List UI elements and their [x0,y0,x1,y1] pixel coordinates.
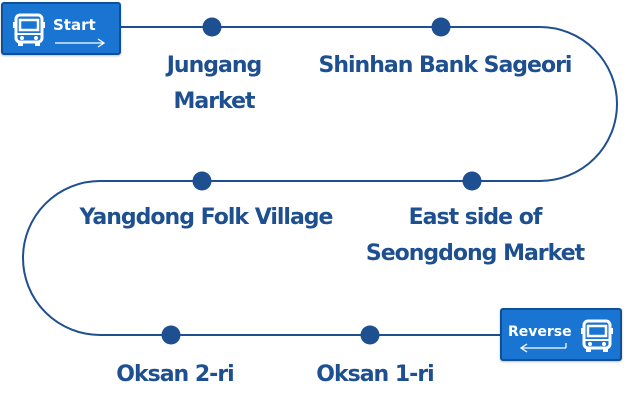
reverse-label: Reverse [508,324,572,340]
stop-label-east-side-seongdong-market: East side of Seongdong Market [365,205,585,266]
reverse-badge[interactable]: Reverse [500,308,622,361]
route-line [22,26,618,336]
bus-icon [13,13,45,46]
stop-label-jungang-market: Jungang Market [166,53,263,114]
stop-label-oksan-2-ri: Oksan 2-ri [116,362,234,387]
stop-dot-shinhan[interactable] [431,17,451,37]
stop-label-oksan-1-ri: Oksan 1-ri [316,362,434,387]
stop-dot-oksan2[interactable] [161,325,181,345]
start-label: Start [53,16,96,34]
start-badge[interactable]: Start [1,2,121,55]
stop-label-shinhan-bank-sageori: Shinhan Bank Sageori [318,53,573,78]
arrow-left-icon [519,343,567,353]
bus-icon [581,319,613,352]
stop-dot-jungang[interactable] [202,17,222,37]
stop-dot-eastside[interactable] [462,171,482,191]
stop-dot-oksan1[interactable] [360,325,380,345]
arrow-right-icon [55,38,106,48]
stop-label-yangdong-folk-village: Yangdong Folk Village [79,205,334,230]
stop-dot-yangdong[interactable] [192,171,212,191]
